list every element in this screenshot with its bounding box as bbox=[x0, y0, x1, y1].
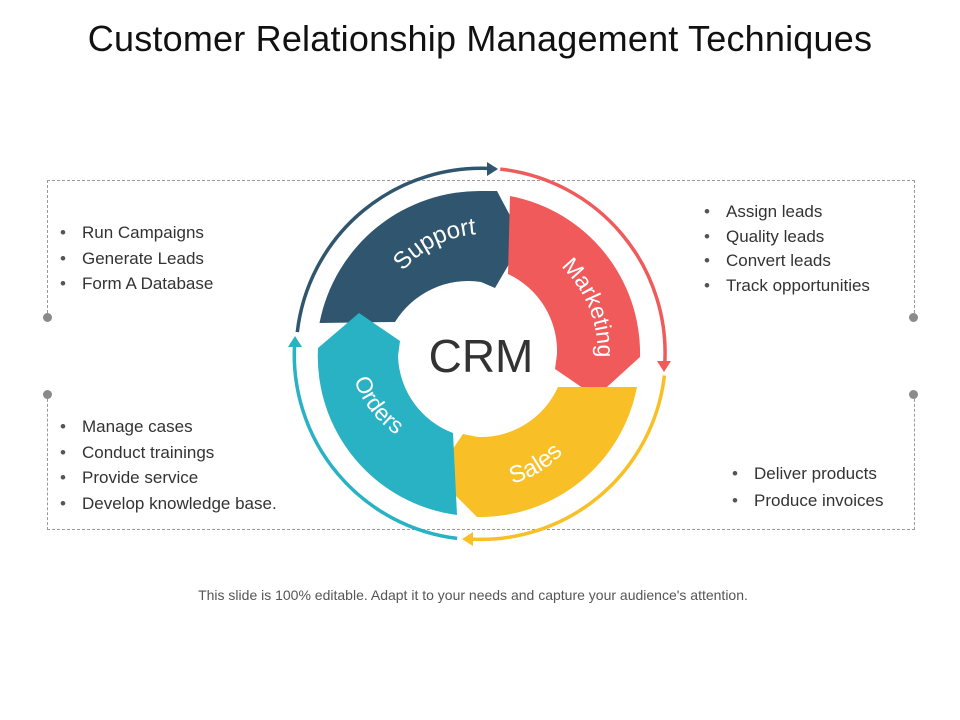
list-item: Provide service bbox=[58, 465, 277, 491]
list-item: Manage cases bbox=[58, 414, 277, 440]
arrowhead-icon bbox=[657, 361, 671, 372]
list-item: Generate Leads bbox=[58, 246, 213, 272]
bottom-dashed-frame bbox=[47, 394, 915, 530]
outer-arc-marketing bbox=[500, 167, 667, 367]
slide-title: Customer Relationship Management Techniq… bbox=[87, 18, 873, 59]
top-left-list: Run Campaigns Generate Leads Form A Data… bbox=[58, 220, 214, 297]
segment-marketing bbox=[508, 196, 641, 397]
list-item: Conduct trainings bbox=[58, 440, 277, 466]
list-item: Run Campaigns bbox=[58, 220, 213, 246]
footer-note: This slide is 100% editable. Adapt it to… bbox=[198, 587, 748, 603]
segment-orders bbox=[317, 313, 457, 515]
segment-support bbox=[319, 190, 523, 323]
top-right-list: Assign leads Quality leads Convert leads… bbox=[702, 200, 870, 298]
arrowhead-icon bbox=[462, 532, 473, 546]
outer-arc-orders bbox=[292, 344, 458, 541]
list-item: Quality leads bbox=[702, 225, 870, 250]
outer-arc-support bbox=[295, 166, 496, 333]
list-item: Form A Database bbox=[58, 271, 213, 297]
arrowhead-icon bbox=[487, 162, 498, 176]
list-item: Produce invoices bbox=[730, 487, 883, 514]
connector-dot bbox=[909, 390, 918, 399]
center-label: CRM bbox=[429, 330, 534, 382]
list-item: Assign leads bbox=[702, 200, 870, 225]
list-item: Deliver products bbox=[730, 460, 883, 487]
list-item: Track opportunities bbox=[702, 274, 870, 299]
bottom-right-list: Deliver products Produce invoices bbox=[730, 460, 884, 514]
connector-dot bbox=[909, 313, 918, 322]
top-dashed-frame bbox=[47, 180, 915, 318]
list-item: Convert leads bbox=[702, 249, 870, 274]
outer-arc-sales bbox=[466, 375, 667, 542]
bottom-left-list: Manage cases Conduct trainings Provide s… bbox=[58, 414, 277, 516]
connector-dot bbox=[43, 390, 52, 399]
arrowhead-icon bbox=[288, 336, 302, 347]
segment-sales bbox=[435, 387, 637, 518]
list-item: Develop knowledge base. bbox=[58, 491, 277, 517]
connector-dot bbox=[43, 313, 52, 322]
